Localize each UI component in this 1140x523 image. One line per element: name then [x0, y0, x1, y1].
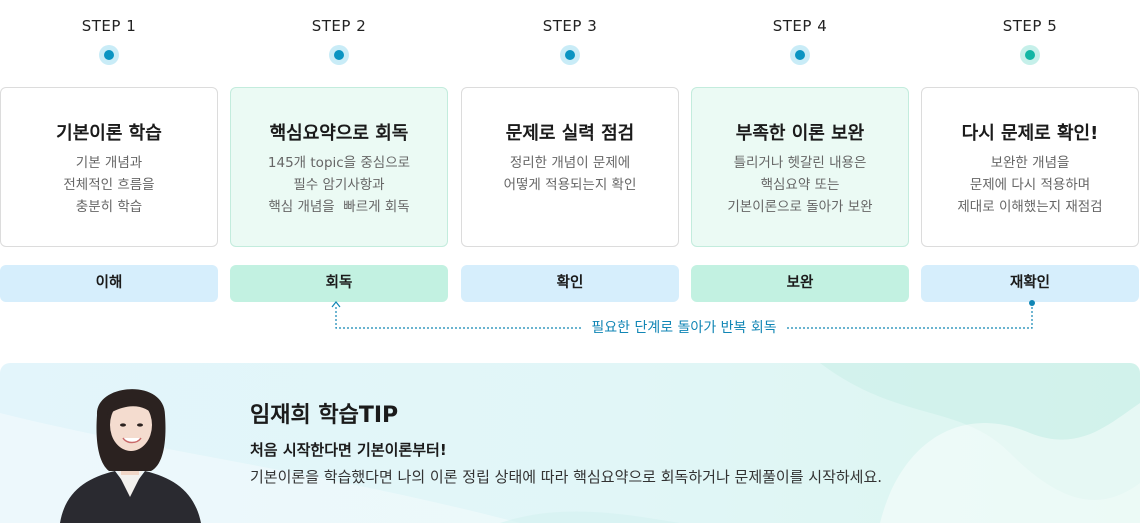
arrow-up-icon [331, 301, 341, 308]
step-pill-understand: 이해 [0, 265, 218, 302]
description-line: 충분히 학습 [75, 199, 143, 215]
step-card-title: 부족한 이론 보완 [735, 123, 865, 144]
step-card-description: 보완한 개념을 문제에 다시 적용하며 제대로 이해했는지 재점검 [922, 152, 1138, 218]
description-line: 문제에 다시 적용하며 [969, 177, 1091, 193]
step-pill-review: 회독 [230, 265, 448, 302]
step-card: 핵심요약으로 회독 145개 topic을 중심으로 필수 암기사항과 핵심 개… [230, 87, 448, 247]
description-line: 어떻게 적용되는지 확인 [503, 177, 637, 193]
description-line: 제대로 이해했는지 재점검 [957, 199, 1103, 215]
step-card: 문제로 실력 점검 정리한 개념이 문제에 어떻게 적용되는지 확인 [461, 87, 679, 247]
step-card-description: 145개 topic을 중심으로 필수 암기사항과 핵심 개념을 빠르게 회독 [231, 152, 447, 218]
step-card: 기본이론 학습 기본 개념과 전체적인 흐름을 충분히 학습 [0, 87, 218, 247]
step-dot-icon [99, 45, 119, 65]
step-card-title: 문제로 실력 점검 [505, 123, 635, 144]
step-card-description: 정리한 개념이 문제에 어떻게 적용되는지 확인 [462, 152, 678, 196]
step-pill-check: 확인 [461, 265, 679, 302]
step-label: STEP 1 [81, 17, 137, 35]
step-card-title: 핵심요약으로 회독 [269, 123, 409, 144]
step-dot-icon [790, 45, 810, 65]
description-line: 틀리거나 헷갈린 내용은 [733, 155, 867, 171]
loop-back-connector [331, 300, 1035, 329]
loop-start-dot-icon [1029, 300, 1035, 306]
description-line: 정리한 개념이 문제에 [509, 155, 631, 171]
step-card-title: 기본이론 학습 [56, 123, 162, 144]
instructor-photo [60, 389, 201, 523]
study-tip-panel: 임재희 학습TIP 처음 시작한다면 기본이론부터! 기본이론을 학습했다면 나… [0, 363, 1140, 523]
tip-subtitle: 처음 시작한다면 기본이론부터! [250, 441, 447, 459]
description-line: 핵심 개념을 빠르게 회독 [268, 199, 410, 215]
tip-body: 기본이론을 학습했다면 나의 이론 정립 상태에 따라 핵심요약으로 회독하거나… [250, 468, 883, 486]
step-dot-icon [329, 45, 349, 65]
step-pill-supplement: 보완 [691, 265, 909, 302]
step-card: 부족한 이론 보완 틀리거나 헷갈린 내용은 핵심요약 또는 기본이론으로 돌아… [691, 87, 909, 247]
loop-note: 필요한 단계로 돌아가 반복 회독 [582, 318, 786, 338]
description-line: 기본이론으로 돌아가 보완 [727, 199, 873, 215]
step-dot-icon [560, 45, 580, 65]
step-card: 다시 문제로 확인! 보완한 개념을 문제에 다시 적용하며 제대로 이해했는지… [921, 87, 1139, 247]
description-line: 필수 암기사항과 [293, 177, 385, 193]
step-label: STEP 3 [542, 17, 598, 35]
step-label: STEP 4 [772, 17, 828, 35]
step-card-description: 기본 개념과 전체적인 흐름을 충분히 학습 [1, 152, 217, 218]
step-label: STEP 2 [311, 17, 367, 35]
description-line: 145개 topic을 중심으로 [267, 155, 411, 171]
description-line: 핵심요약 또는 [760, 177, 840, 193]
step-card-description: 틀리거나 헷갈린 내용은 핵심요약 또는 기본이론으로 돌아가 보완 [692, 152, 908, 218]
description-line: 전체적인 흐름을 [63, 177, 155, 193]
step-card-title: 다시 문제로 확인! [961, 123, 1099, 144]
description-line: 기본 개념과 [75, 155, 143, 171]
step-dot-icon [1020, 45, 1040, 65]
tip-title: 임재희 학습TIP [250, 403, 399, 428]
step-label: STEP 5 [1002, 17, 1058, 35]
description-line: 보완한 개념을 [990, 155, 1070, 171]
step-pill-recheck: 재확인 [921, 265, 1139, 302]
